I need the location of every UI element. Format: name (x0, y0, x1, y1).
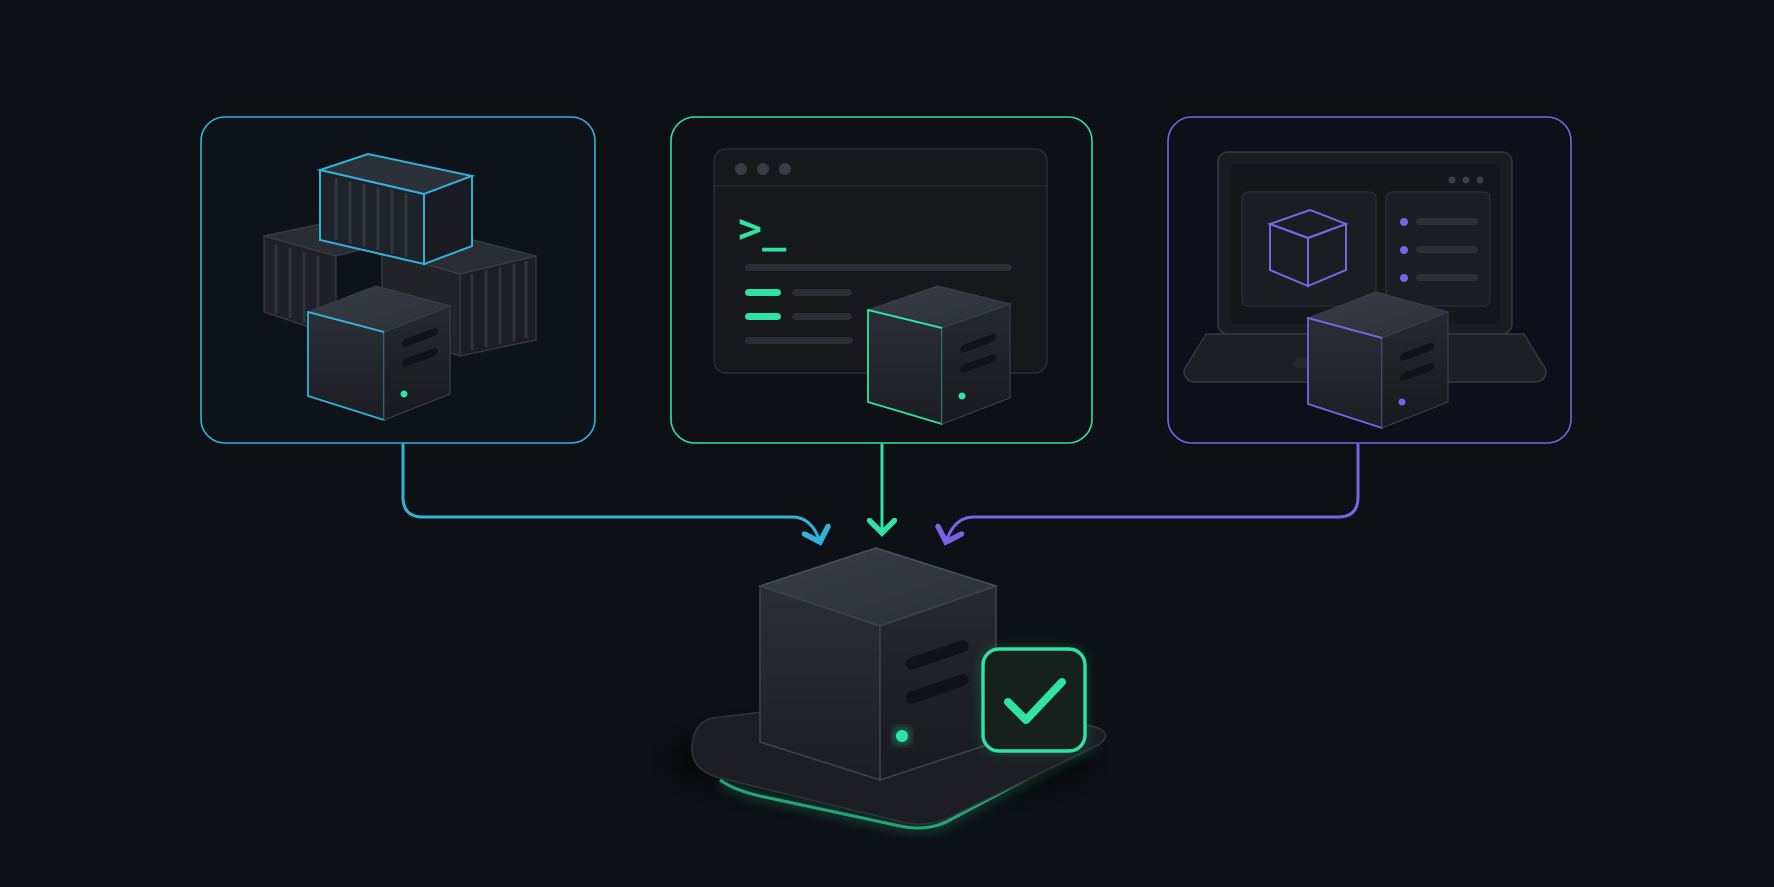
result-deployment (670, 547, 1107, 830)
terminal-line-1 (745, 264, 1012, 271)
window-dot-1 (735, 163, 747, 175)
window-dot-3 (779, 163, 791, 175)
server-slot-2 (905, 674, 969, 704)
terminal-line-3 (792, 313, 852, 320)
shipping-containers-icon (263, 152, 537, 422)
terminal-line-4 (745, 337, 853, 344)
list-bullet-3 (1400, 274, 1408, 282)
terminal-line-2-accent (745, 289, 781, 296)
server-status-led (896, 730, 908, 742)
panel-laptop (1167, 116, 1572, 444)
container-top-highlighted (316, 152, 476, 266)
list-line-2 (1416, 246, 1478, 253)
list-bullet-2 (1400, 246, 1408, 254)
checkmark-badge-icon (981, 647, 1087, 753)
server-cube-purple (1306, 291, 1450, 430)
connector-laptop-to-result (946, 443, 1360, 542)
terminal-line-2 (792, 289, 852, 296)
terminal-window-icon: >_ (713, 148, 1048, 426)
terminal-line-3-accent (745, 313, 781, 320)
list-bullet-1 (1400, 218, 1408, 226)
connector-containers-to-result (401, 443, 820, 542)
server-cube-cyan (306, 285, 452, 422)
panel-terminal: >_ (670, 116, 1093, 444)
list-line-1 (1416, 218, 1478, 225)
outline-cube-icon (1267, 208, 1349, 288)
platform-glow-edge (719, 740, 1097, 830)
list-line-3 (1416, 274, 1478, 281)
panel-containers (200, 116, 596, 444)
terminal-prompt: >_ (738, 206, 787, 252)
window-dot-2 (757, 163, 769, 175)
server-cube-large (757, 547, 999, 782)
server-slot-1 (905, 640, 969, 670)
laptop-dashboard-icon (1183, 151, 1547, 430)
server-cube-green (865, 285, 1013, 426)
